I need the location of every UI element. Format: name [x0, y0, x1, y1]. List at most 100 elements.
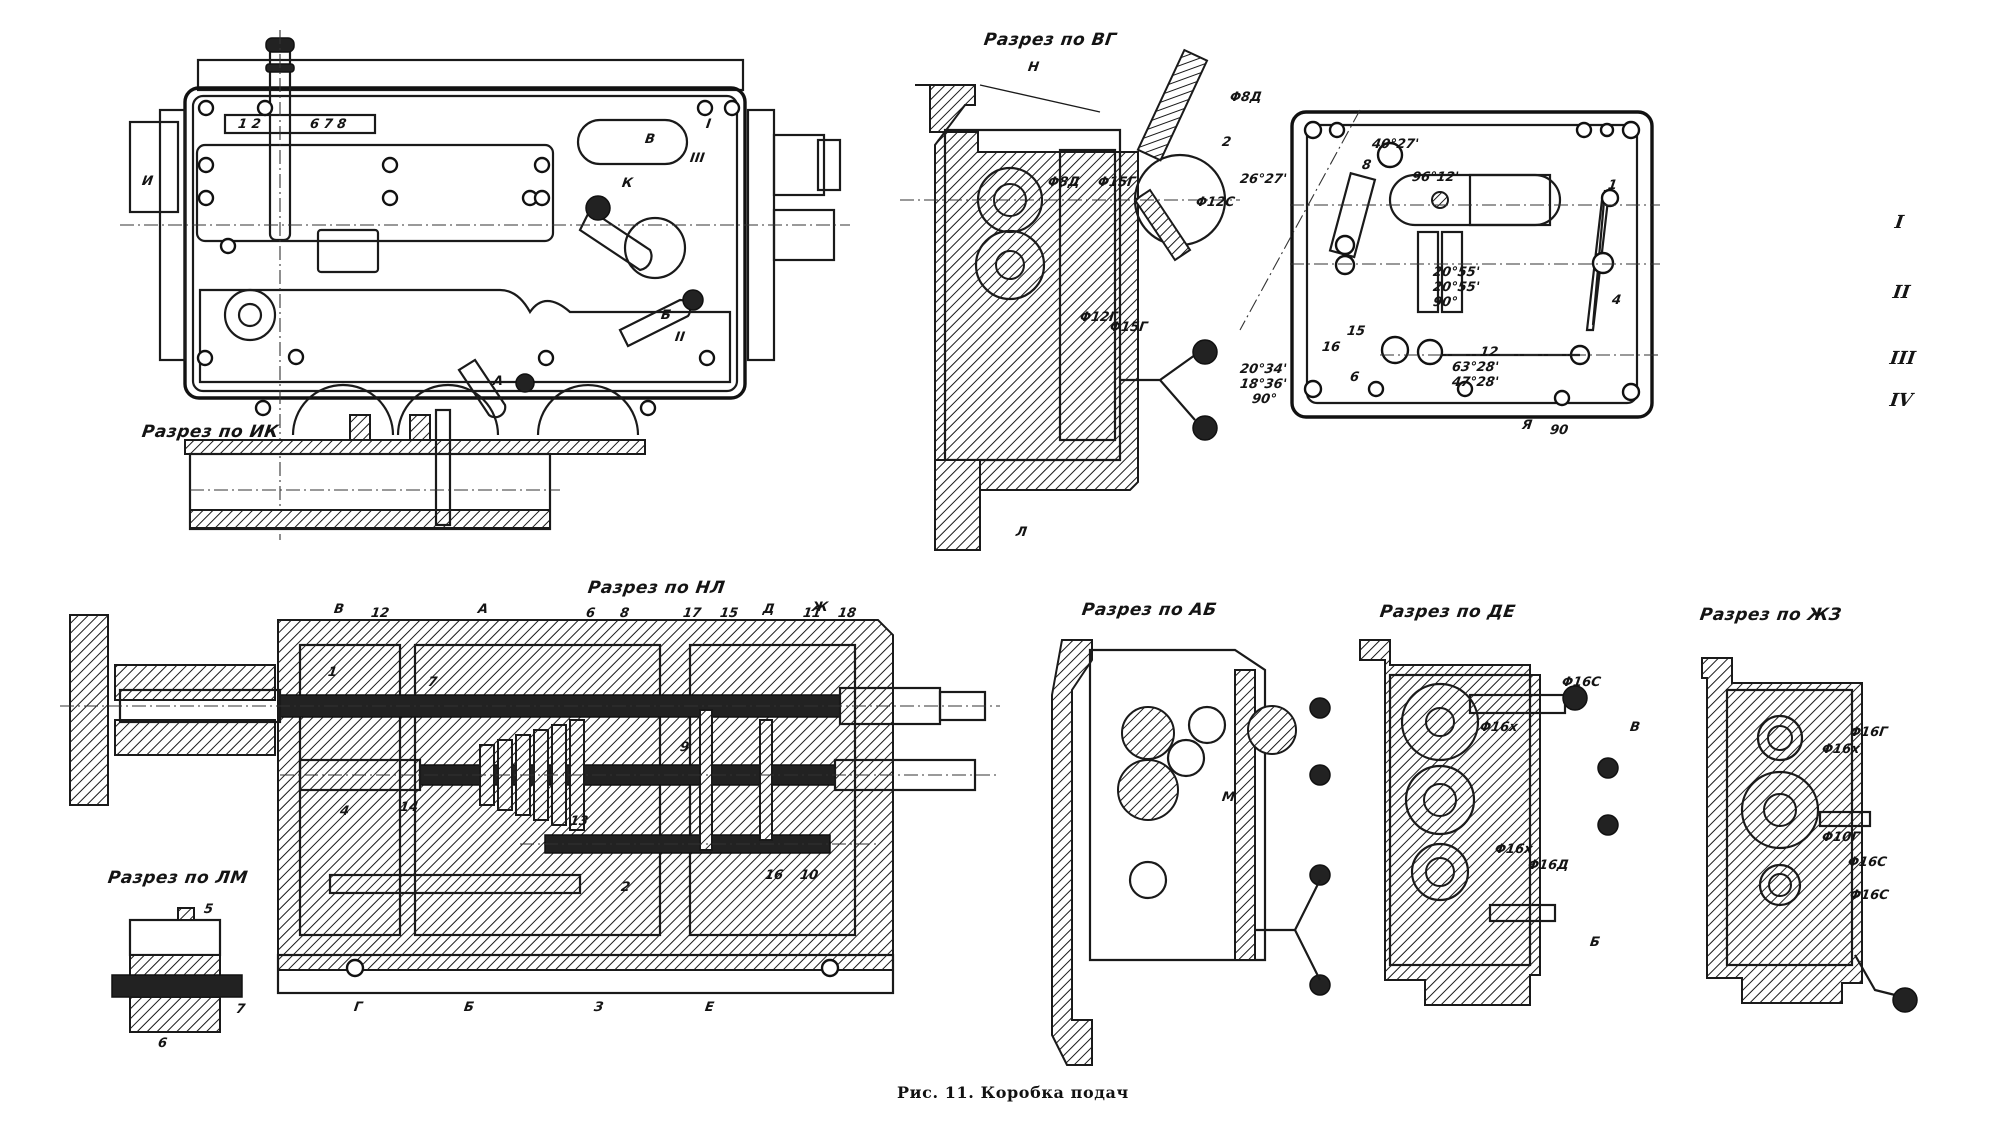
zhz-dim-16x: Φ16х	[1820, 742, 1861, 757]
gear-cone	[479, 719, 585, 831]
plate-pivot-lower-mid	[1416, 338, 1444, 366]
section-zhz	[1701, 657, 1918, 1013]
section-nl-housing	[277, 619, 894, 971]
front-roman-ii: II	[673, 330, 686, 345]
lever-a-label: А	[491, 374, 505, 389]
front-lower-panel	[198, 288, 732, 384]
front-bolts	[196, 99, 741, 417]
section-vg-handle-knob-2	[1192, 415, 1218, 441]
front-housing-inner	[191, 94, 739, 393]
section-zhz-crank-knob	[1892, 987, 1918, 1013]
section-ik-pin	[434, 408, 452, 527]
nl-callout-13: 13	[568, 814, 590, 829]
section-nl-title: Разрез по НЛ	[586, 578, 727, 598]
nl-callout-10: 10	[798, 868, 820, 883]
input-sleeve-bottom	[114, 719, 276, 756]
plate-bolts	[1303, 120, 1641, 407]
section-ab-gear-2	[1166, 738, 1206, 778]
section-vg-foot	[934, 459, 981, 551]
row-label-iii: III	[1888, 348, 1917, 369]
section-ab-wall-right	[1234, 669, 1256, 961]
angle-90-r: 90	[1548, 423, 1570, 438]
lever-v-knob	[682, 289, 704, 311]
section-de-cavity	[1388, 673, 1532, 967]
de-dim-16s: Φ16С	[1560, 675, 1602, 690]
input-sleeve-top	[114, 664, 276, 701]
gear-block-right-2	[759, 719, 773, 841]
zhz-dim-16g: Φ16Г	[1848, 725, 1889, 740]
section-zhz-shaft-2	[1763, 793, 1797, 827]
section-ab-gear-3	[1187, 705, 1227, 745]
base-bolt-1	[345, 958, 365, 978]
zhz-dim-10g: Φ10Г	[1820, 830, 1861, 845]
nl-marker-a: А	[476, 602, 490, 617]
section-vg-dim-2: Φ12С	[1194, 195, 1236, 210]
angle-20-55-a: 20°55'	[1431, 265, 1481, 280]
front-upper-panel	[195, 143, 555, 243]
de-marker-v: В	[1628, 720, 1641, 735]
plate-fork-1	[1416, 230, 1440, 314]
angle-96-12: 96°12'	[1410, 170, 1460, 185]
section-de	[1359, 639, 1619, 1006]
section-vg	[900, 48, 1240, 551]
section-vg-dim-1: Φ8Д	[1228, 90, 1263, 105]
section-lm-shaft	[111, 974, 243, 998]
nl-callout-12: 12	[369, 606, 391, 621]
section-zhz-gear-2	[1740, 770, 1820, 850]
section-vg-spring	[979, 84, 1101, 113]
section-de-housing	[1359, 639, 1541, 1006]
section-vg-housing	[915, 84, 1139, 491]
section-ab-knob-3	[1309, 864, 1331, 886]
plate-callout-r: Я	[1520, 418, 1534, 433]
angle-90-upper: 90°	[1431, 295, 1459, 310]
front-right-boss-low	[772, 208, 836, 262]
section-lm-bottom	[129, 996, 221, 1033]
section-zhz-crank	[1854, 954, 1896, 997]
section-vg-dim-6: Φ15Г	[1108, 320, 1149, 335]
section-lm-title: Разрез по ЛМ	[106, 868, 250, 888]
section-de-shaft-2	[1423, 783, 1457, 817]
section-ab-gear-4	[1117, 759, 1179, 821]
section-lm-top	[128, 918, 222, 957]
de-dim-16x-a: Φ16х	[1478, 720, 1519, 735]
section-vg-handle-knob-1	[1192, 339, 1218, 365]
front-top-rail	[196, 58, 745, 92]
section-vg-cam-lever	[1133, 188, 1192, 262]
dial-window	[223, 113, 377, 135]
angle-20-55-b: 20°55'	[1431, 280, 1481, 295]
section-ik-title: Разрез по ИК	[140, 422, 281, 442]
section-de-knob-2	[1597, 757, 1619, 779]
section-ab-wall-left	[1051, 639, 1093, 1066]
dial-wheel	[223, 288, 277, 342]
plate-window	[1468, 173, 1552, 227]
section-de-knob-v	[1562, 685, 1588, 711]
angle-20-34: 20°34'	[1238, 362, 1288, 377]
marker-k: К	[620, 176, 634, 191]
row-label-iv: IV	[1888, 390, 1914, 411]
section-vg-handle	[1120, 354, 1196, 421]
section-nl-base	[276, 953, 895, 995]
section-nl	[60, 614, 1000, 995]
plate-fork-2	[1440, 230, 1464, 314]
section-ab-handle	[1255, 879, 1321, 981]
angle-90-lower: 90°	[1250, 392, 1278, 407]
lever-a-arm	[457, 358, 507, 419]
row-label-ii: II	[1891, 282, 1912, 303]
section-ik-wall	[184, 439, 646, 455]
section-ik-stud-2	[409, 414, 431, 441]
plate-callout-12: 12	[1478, 345, 1500, 360]
section-ab-cam	[1247, 705, 1297, 755]
plate-slot-pin	[1431, 191, 1449, 209]
section-zhz-gear-1	[1756, 714, 1804, 762]
lever-k-arm	[578, 208, 653, 272]
lever-v-label: В	[643, 132, 656, 147]
plate-pivot-lower-left	[1380, 335, 1410, 365]
zhz-dim-16s-a: Φ16С	[1846, 855, 1888, 870]
section-ik-stud-1	[349, 414, 371, 441]
section-vg-shaft-lower	[995, 250, 1025, 280]
section-ab-knob-2	[1309, 764, 1331, 786]
section-ab	[1051, 639, 1331, 1066]
front-right-flange	[746, 108, 776, 362]
section-zhz-housing	[1701, 657, 1863, 1004]
